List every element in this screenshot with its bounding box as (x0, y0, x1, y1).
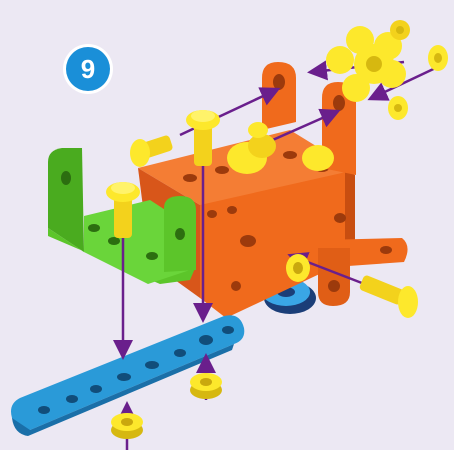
yellow-nut-icon (286, 254, 310, 282)
yellow-bolt-icon (359, 274, 418, 318)
yellow-nut-icon (190, 373, 222, 399)
yellow-nut-icon (111, 413, 143, 439)
step-number: 9 (81, 54, 95, 85)
step-number-badge: 9 (66, 47, 110, 91)
